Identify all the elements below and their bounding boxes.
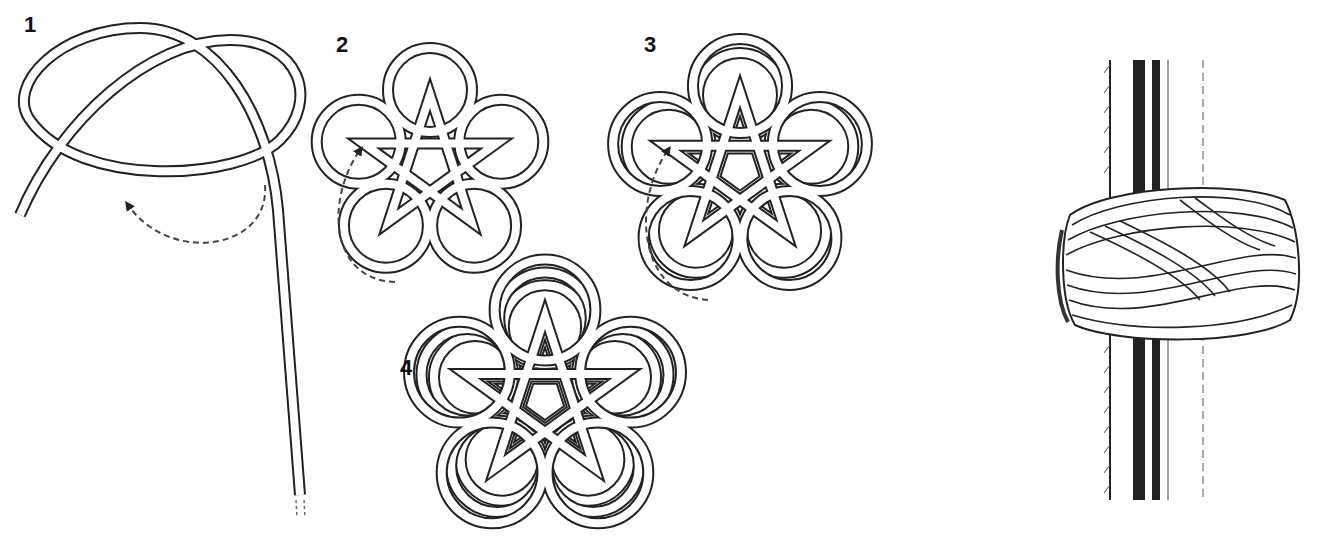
step-number: 2 [336,34,348,56]
step-number: 4 [400,357,412,379]
step-number: 3 [644,34,656,56]
step-number: 1 [24,14,36,36]
